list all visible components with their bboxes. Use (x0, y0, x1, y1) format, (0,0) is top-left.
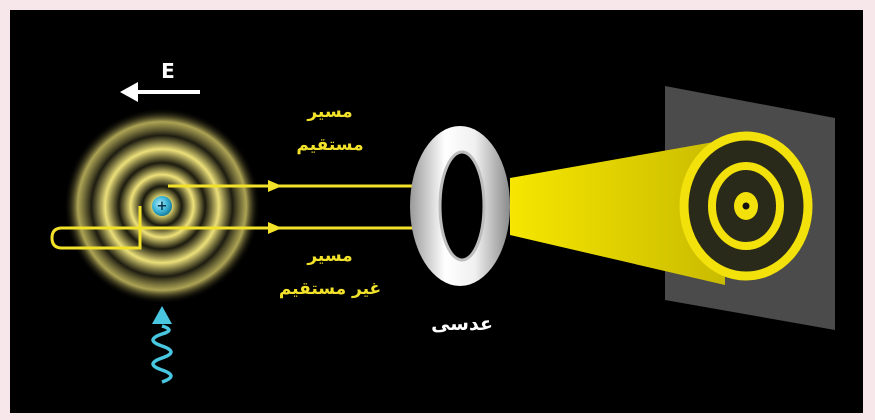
direct-path-label-line2: مستقیم (296, 135, 363, 155)
direct-path-label-line1: مسیر (306, 102, 352, 122)
field-label: E (161, 59, 175, 83)
light-beam (510, 140, 725, 285)
nucleus-sign: + (157, 199, 168, 214)
indirect-path-label-line2: غیر مستقیم (279, 279, 381, 299)
left-arrow-icon (120, 82, 200, 102)
lens-label: عدسی (431, 313, 493, 335)
indirect-path-label-line1: مسیر (306, 246, 352, 266)
wavy-up-arrow-icon (151, 306, 173, 384)
indirect-path-ray (50, 206, 440, 250)
direct-path-ray (168, 180, 440, 192)
lens (410, 126, 510, 286)
interference-pattern (679, 131, 813, 281)
nucleus (152, 196, 172, 216)
